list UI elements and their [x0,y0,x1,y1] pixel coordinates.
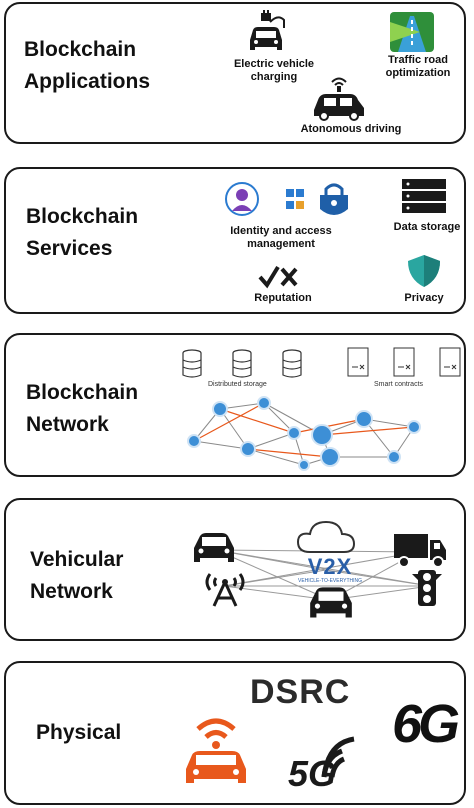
dsrc-logo: DSRC [250,673,351,711]
traffic-label: Traffic road optimization [368,54,468,80]
contract-icon [347,347,461,377]
label-line: Traffic road [388,54,448,66]
layer-network: Blockchain Network Distributed storage S… [4,333,466,477]
server-icon [402,179,446,213]
identity-label: Identity and access management [216,225,346,251]
distributed-storage-label: Distributed storage [208,381,267,388]
layer-applications: Blockchain Applications Electric vehicle… [4,2,466,144]
database-icon [182,349,302,378]
car-icon [310,587,352,618]
layer-title-line: Applications [24,70,151,93]
traffic-light-icon [412,570,442,606]
data-storage-label: Data storage [393,221,461,233]
label-line: Electric vehicle [233,58,315,70]
v2x-subtitle: VEHICLE-TO-EVERYTHING [298,578,362,584]
layer-title: Blockchain Applications [24,34,150,98]
layer-vehicular: Vehicular Network V2X VEHICLE-TO-EVERYTH… [4,498,466,641]
car-charging-icon [250,10,285,50]
layer-physical: Physical DSRC 5G 6G [4,661,466,805]
blockchain-node-graph [187,396,421,471]
5g-text: 5G [288,753,337,794]
privacy-label: Privacy [404,292,444,304]
signal-icon [321,736,355,778]
layer-title-line: Network [30,580,113,603]
shield-icon [408,255,440,287]
identity-icon [225,182,348,216]
layer-services: Blockchain Services Identity and access … [4,167,466,314]
layer-title: Blockchain Services [26,201,138,265]
layer-title-line: Services [26,237,113,260]
checkmark-x-icon [258,265,298,289]
driving-label: Atonomous driving [300,123,402,135]
smart-contracts-label: Smart contracts [374,381,424,388]
label-line: management [247,238,315,250]
v2x-logo-text: V2X [307,554,353,579]
layer-title: Physical [36,717,121,749]
layer-title-line: Vehicular [30,548,124,571]
6g-logo: 6G [392,694,460,754]
ev-charging-label: Electric vehicle charging [224,58,324,84]
label-line: charging [250,71,298,83]
cloud-icon [296,520,356,553]
layer-title-line: Blockchain [26,205,139,228]
layer-title: Vehicular Network [30,544,123,608]
reputation-label: Reputation [254,292,312,304]
layer-title: Blockchain Network [26,377,138,441]
autonomous-car-icon [314,77,364,121]
layer-title-line: Physical [36,721,122,744]
5g-logo: 5G [288,736,368,801]
layer-title-line: Network [26,413,109,436]
layer-title-line: Blockchain [24,38,137,61]
traffic-road-icon [390,12,434,52]
wifi-car-icon [186,718,246,783]
v2x-logo: V2X VEHICLE-TO-EVERYTHING [290,554,370,585]
label-line: optimization [385,67,451,79]
truck-icon [394,534,446,568]
layer-title-line: Blockchain [26,381,139,404]
car-icon [194,533,234,562]
antenna-icon [205,573,245,607]
label-line: Identity and access [230,225,332,237]
